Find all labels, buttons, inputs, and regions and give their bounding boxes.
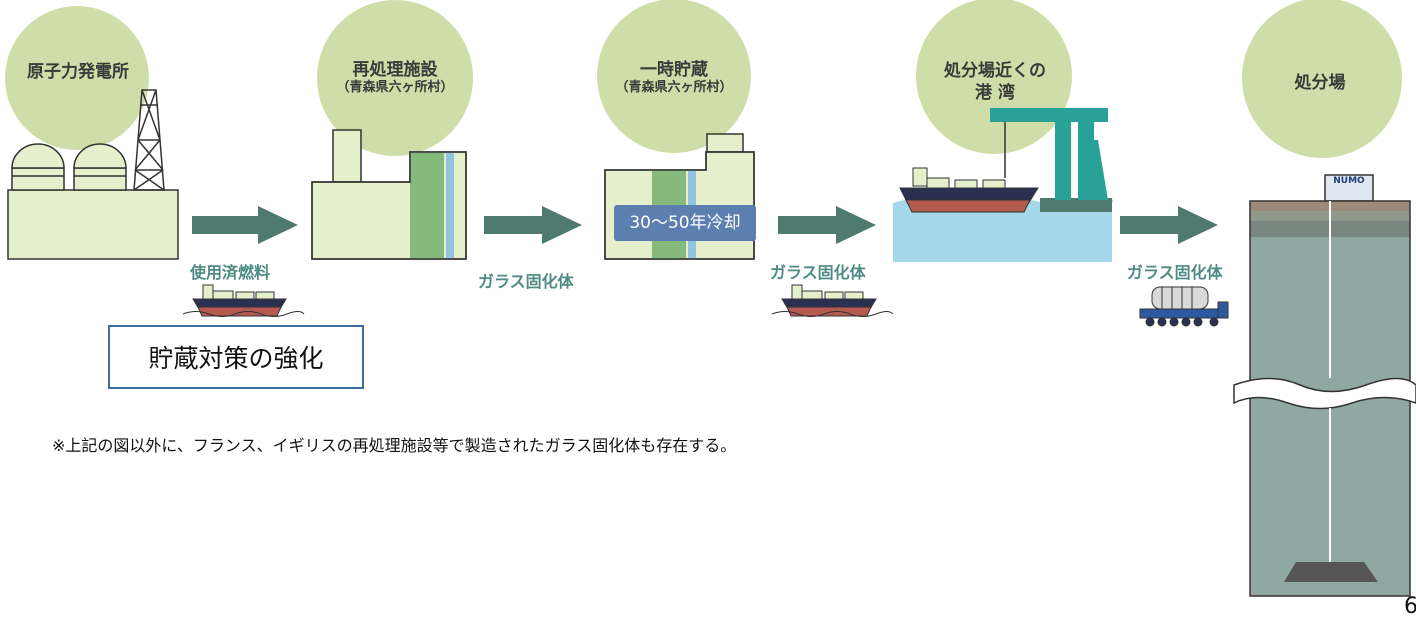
disposal-circle	[1242, 0, 1402, 158]
reprocessing-subtitle: （青森県六ヶ所村）	[336, 80, 454, 96]
label-glass-2: ガラス固化体	[770, 263, 866, 282]
label-glass-1: ガラス固化体	[478, 272, 574, 291]
label-glass-3: ガラス固化体	[1127, 263, 1223, 282]
disposal-shaft-icon	[1233, 174, 1416, 597]
cooling-badge	[614, 205, 756, 241]
page-number: 6	[1404, 594, 1416, 619]
cooling-label: 30～50年冷却	[629, 213, 741, 233]
npp-building-icon	[7, 143, 179, 260]
crane-icon	[990, 108, 1108, 200]
reprocessing-title-block: 再処理施設 （青森県六ヶ所村）	[320, 60, 470, 96]
reprocessing-circle	[317, 0, 473, 156]
port-title-block: 処分場近くの 港 湾	[925, 60, 1065, 104]
transport-vehicle-icon	[1139, 286, 1229, 327]
storage-circle	[597, 0, 751, 153]
spent-fuel-ship-icon	[182, 284, 305, 317]
arrow-1-icon	[192, 206, 298, 244]
port-icon	[893, 108, 1114, 262]
storage-title: 一時貯蔵	[640, 60, 708, 80]
disposal-title: 処分場	[1294, 73, 1346, 93]
port-ship-icon	[899, 167, 1039, 213]
reprocessing-title: 再処理施設	[352, 60, 438, 80]
npp-title: 原子力発電所	[27, 62, 129, 82]
port-title-line1: 処分場近くの	[944, 61, 1046, 81]
arrow-2-icon	[484, 206, 582, 244]
arrow-3-icon	[778, 206, 876, 244]
label-spent-fuel: 使用済燃料	[190, 263, 271, 282]
storage-subtitle: （青森県六ヶ所村）	[615, 80, 733, 96]
storage-measures-callout: 貯蔵対策の強化	[108, 325, 364, 389]
footnote: ※上記の図以外に、フランス、イギリスの再処理施設等で製造されたガラス固化体も存在…	[52, 436, 737, 455]
reprocessing-building-icon	[311, 129, 467, 260]
port-title-line2: 港 湾	[975, 83, 1015, 104]
numo-sign: NUMO	[1333, 176, 1365, 186]
glass-ship-icon	[771, 284, 894, 317]
arrow-4-icon	[1120, 206, 1218, 244]
transmission-tower-icon	[133, 89, 165, 191]
npp-circle	[5, 6, 149, 150]
storage-title-block: 一時貯蔵 （青森県六ヶ所村）	[599, 60, 749, 96]
